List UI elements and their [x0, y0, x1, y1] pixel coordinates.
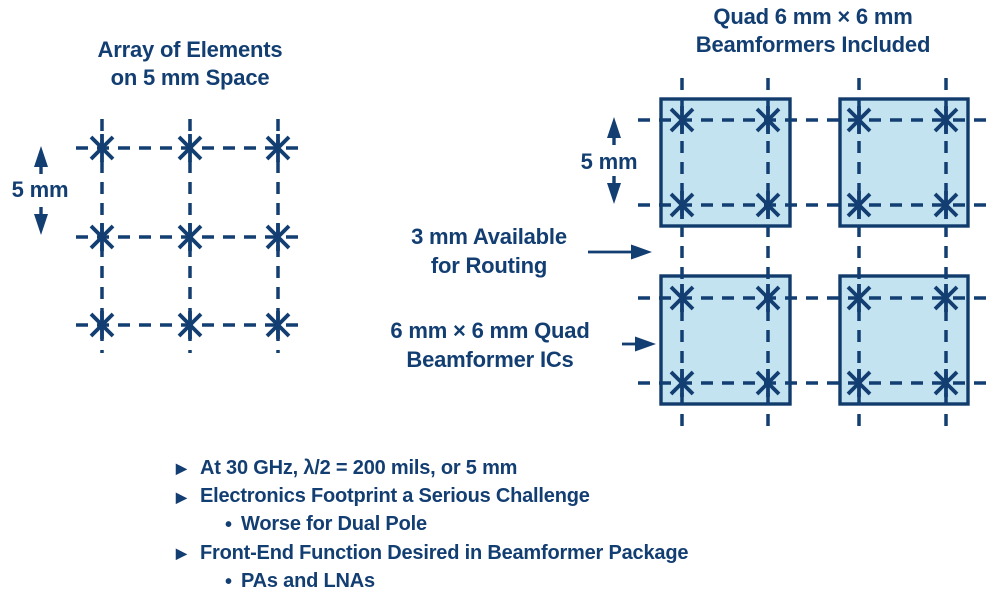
left-title-line1: Array of Elements	[97, 37, 283, 62]
element-node	[265, 134, 291, 162]
element-node	[755, 106, 781, 134]
element-node	[669, 106, 695, 134]
ic-callout-line2: Beamformer ICs	[406, 347, 574, 372]
right-title-line2: Beamformers Included	[695, 32, 931, 57]
bullet-text: At 30 GHz, λ/2 = 200 mils, or 5 mm	[200, 456, 518, 479]
left-dimension-arrow	[34, 146, 48, 235]
left-dimension-label: 5 mm	[11, 177, 69, 202]
arrow-down-icon	[34, 214, 48, 235]
bullet-item: ▶ At 30 GHz, λ/2 = 200 mils, or 5 mm	[176, 454, 688, 482]
triangle-bullet-icon: ▶	[176, 545, 187, 562]
ic-callout: 6 mm × 6 mm Quad Beamformer ICs	[340, 316, 640, 374]
element-node	[755, 284, 781, 312]
element-node	[89, 223, 115, 251]
routing-callout-line2: for Routing	[430, 253, 548, 278]
bullet-text: PAs and LNAs	[241, 570, 375, 593]
element-node	[846, 106, 872, 134]
arrow-up-icon	[34, 146, 48, 167]
arrow-right-icon	[635, 336, 656, 352]
element-node	[846, 369, 872, 397]
bullet-text: Front-End Function Desired in Beamformer…	[200, 541, 689, 564]
element-node	[89, 311, 115, 339]
element-node	[933, 284, 959, 312]
arrow-right-icon	[631, 244, 652, 260]
right-diagram-title: Quad 6 mm × 6 mm Beamformers Included	[663, 3, 963, 59]
element-node	[177, 223, 203, 251]
dot-bullet-icon: •	[225, 570, 232, 593]
element-node	[265, 223, 291, 251]
left-title-line2: on 5 mm Space	[110, 65, 270, 90]
sub-bullet-item: • PAs and LNAs	[225, 568, 688, 596]
element-node	[177, 311, 203, 339]
bullet-item: ▶ Electronics Footprint a Serious Challen…	[176, 482, 688, 510]
element-node	[755, 369, 781, 397]
element-node	[265, 311, 291, 339]
beamformer-squares	[659, 97, 970, 406]
element-node	[669, 191, 695, 219]
element-nodes	[89, 106, 959, 397]
left-diagram-title: Array of Elements on 5 mm Space	[40, 36, 340, 92]
element-node	[669, 284, 695, 312]
element-node	[755, 191, 781, 219]
bullet-text: Electronics Footprint a Serious Challeng…	[200, 485, 590, 508]
bullet-item: ▶ Front-End Function Desired in Beamforme…	[176, 539, 688, 567]
arrow-up-icon	[607, 117, 621, 138]
routing-callout-arrow	[588, 244, 652, 260]
bullet-text: Worse for Dual Pole	[241, 513, 427, 536]
routing-callout: 3 mm Available for Routing	[339, 222, 639, 280]
right-title-line1: Quad 6 mm × 6 mm	[713, 4, 913, 29]
sub-bullet-item: • Worse for Dual Pole	[225, 511, 688, 539]
element-node	[89, 134, 115, 162]
bullet-list: ▶ At 30 GHz, λ/2 = 200 mils, or 5 mm ▶ Elec…	[176, 454, 688, 596]
dot-bullet-icon: •	[225, 513, 232, 536]
right-dimension-label: 5 mm	[580, 149, 638, 174]
triangle-bullet-icon: ▶	[176, 488, 187, 505]
routing-callout-line1: 3 mm Available	[411, 224, 567, 249]
element-node	[846, 284, 872, 312]
element-node	[669, 369, 695, 397]
element-node	[177, 134, 203, 162]
arrows	[34, 117, 656, 352]
ic-callout-arrow	[622, 336, 656, 352]
element-node	[933, 369, 959, 397]
triangle-bullet-icon: ▶	[176, 460, 187, 477]
element-node	[933, 106, 959, 134]
right-dimension-arrow	[607, 117, 621, 204]
ic-callout-line1: 6 mm × 6 mm Quad	[390, 318, 590, 343]
arrow-down-icon	[607, 183, 621, 204]
element-node	[846, 191, 872, 219]
element-node	[933, 191, 959, 219]
